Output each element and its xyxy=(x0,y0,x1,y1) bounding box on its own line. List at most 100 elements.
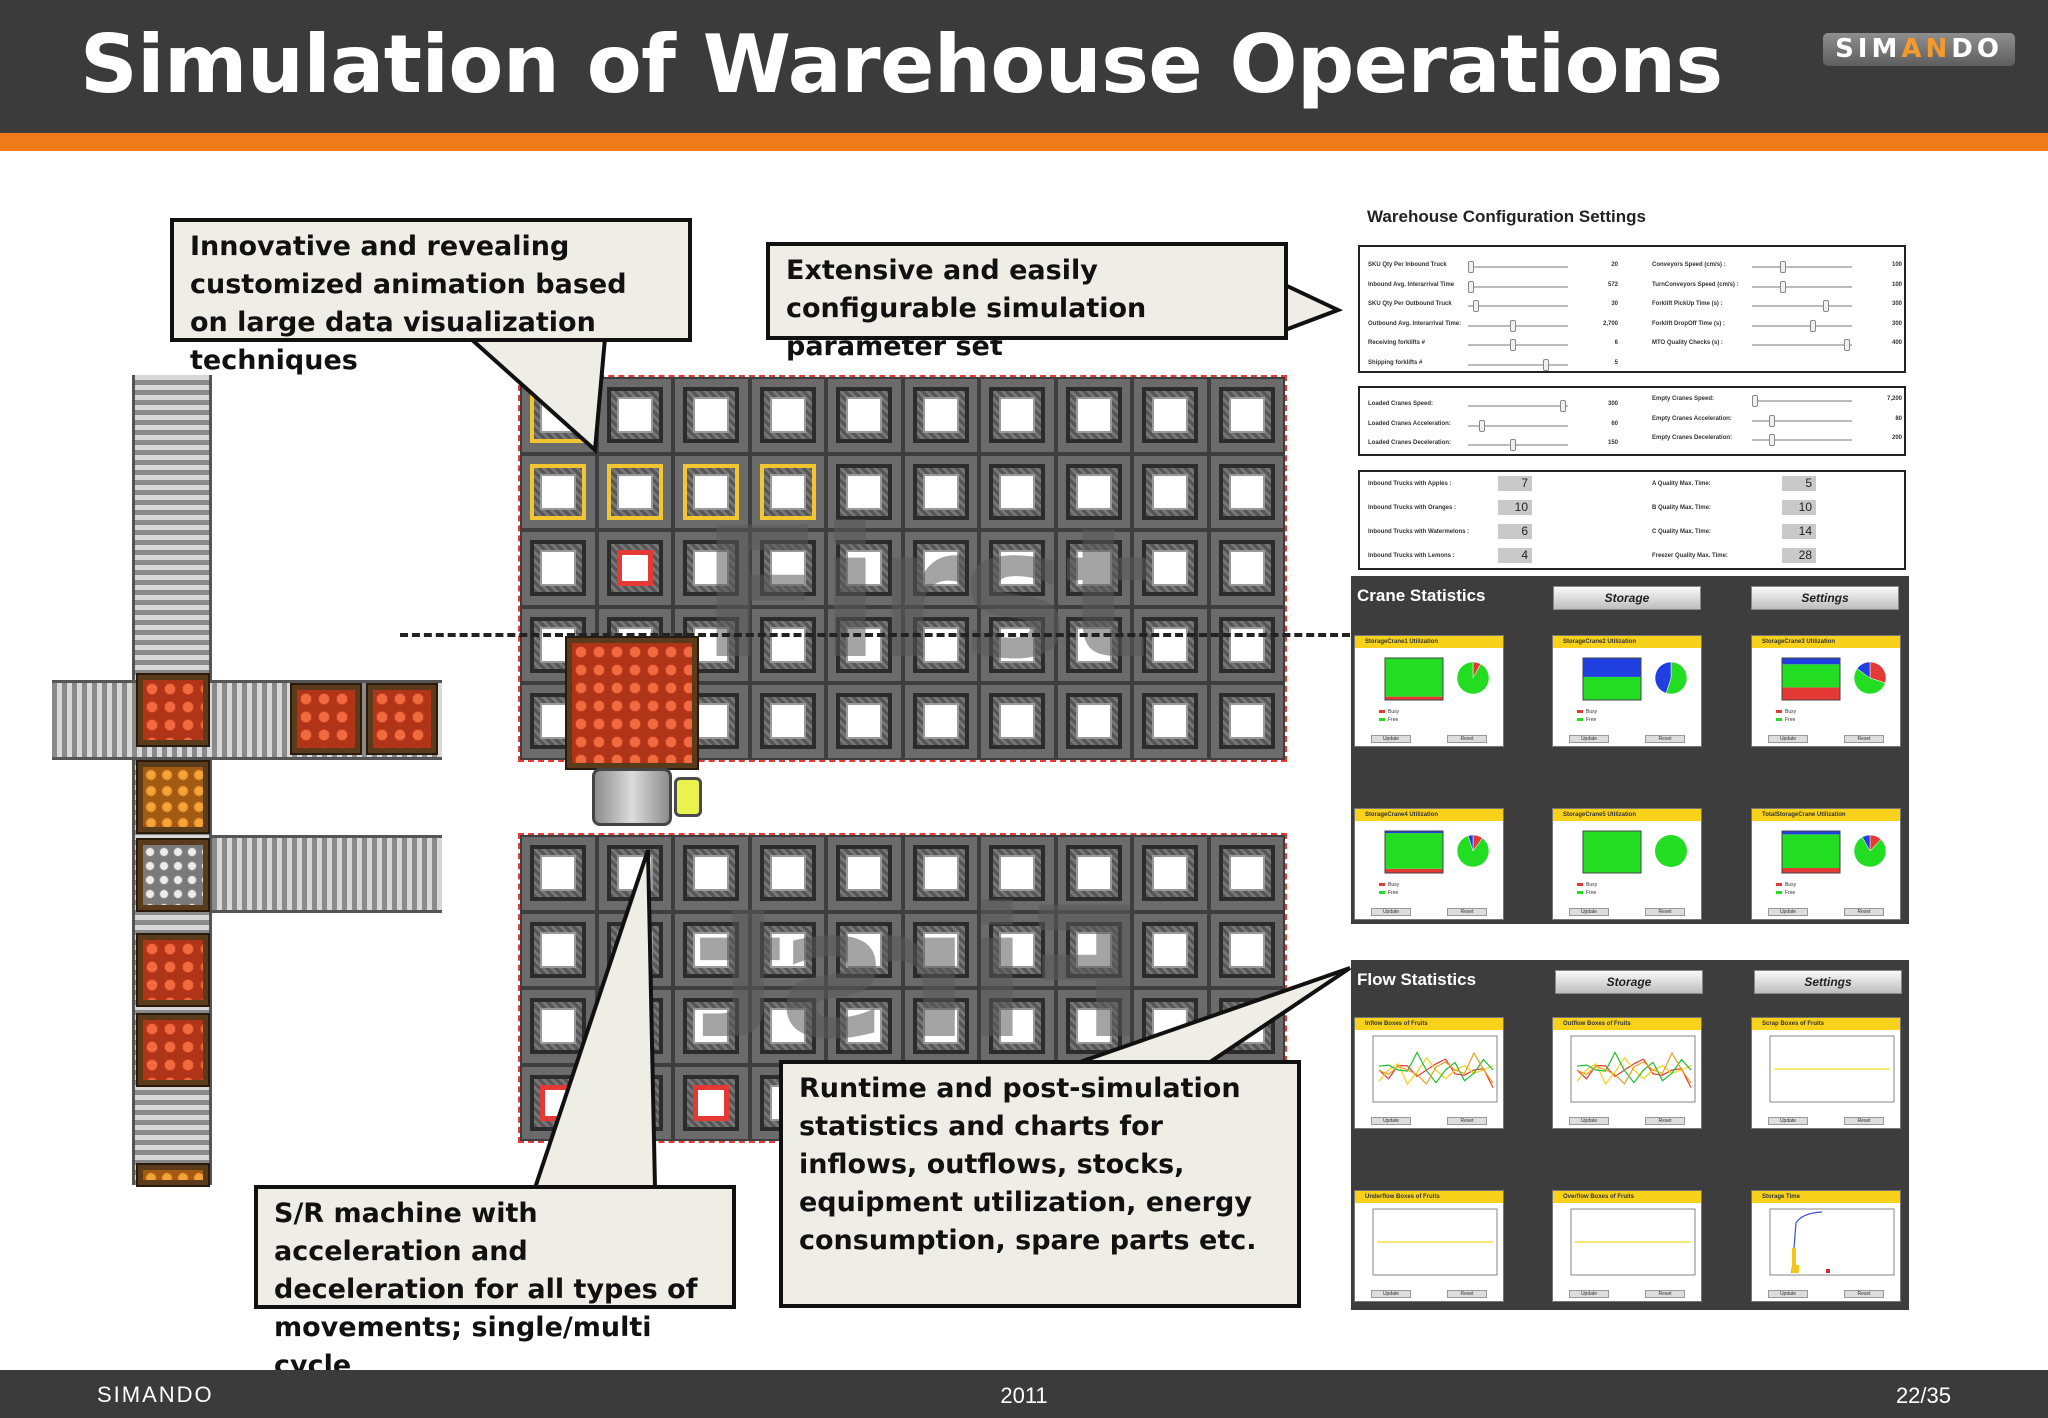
parameter-slider[interactable]: Receiving forklifts #6 xyxy=(1368,337,1618,351)
reset-button[interactable]: Reset xyxy=(1844,1290,1884,1298)
orange-crate xyxy=(136,1163,210,1187)
parameter-label: Empty Cranes Acceleration: xyxy=(1652,415,1732,422)
pie-slice xyxy=(1853,668,1886,695)
slider-knob[interactable] xyxy=(1768,414,1775,427)
parameter-slider[interactable]: Empty Cranes Acceleration:80 xyxy=(1652,413,1902,427)
utilization-bar xyxy=(1782,664,1840,688)
slider-knob[interactable] xyxy=(1560,400,1567,412)
parameter-label: Shipping forklifts # xyxy=(1368,359,1423,366)
update-button[interactable]: Update xyxy=(1371,735,1411,743)
parameter-slider[interactable]: MTO Quality Checks (s) :400 xyxy=(1652,337,1902,351)
reset-button[interactable]: Reset xyxy=(1645,1117,1685,1125)
update-button[interactable]: Update xyxy=(1371,1290,1411,1298)
update-button[interactable]: Update xyxy=(1569,1117,1609,1125)
update-button[interactable]: Update xyxy=(1371,908,1411,916)
update-button[interactable]: Update xyxy=(1569,908,1609,916)
slider-knob[interactable] xyxy=(1768,434,1775,446)
rack-slot xyxy=(1132,606,1209,683)
apple-crate xyxy=(136,1013,210,1087)
parameter-slider[interactable]: Loaded Cranes Speed:300 xyxy=(1368,398,1618,412)
parameter-slider[interactable]: Outbound Avg. Interarrival Time:2,700 xyxy=(1368,318,1618,332)
settings-button[interactable]: Settings xyxy=(1751,586,1899,610)
reset-button[interactable]: Reset xyxy=(1645,1290,1685,1298)
crane-statistics-title: Crane Statistics xyxy=(1357,586,1486,605)
reset-button[interactable]: Reset xyxy=(1447,735,1487,743)
update-button[interactable]: Update xyxy=(1768,1290,1808,1298)
slider-knob[interactable] xyxy=(1822,300,1829,312)
reset-button[interactable]: Reset xyxy=(1447,1290,1487,1298)
parameter-slider[interactable]: Loaded Cranes Deceleration:150 xyxy=(1368,437,1618,451)
reset-button[interactable]: Reset xyxy=(1645,735,1685,743)
update-button[interactable]: Update xyxy=(1569,735,1609,743)
slider-knob[interactable] xyxy=(1479,419,1486,432)
simando-logo: SIMANDO xyxy=(1823,33,2015,66)
rack-slot xyxy=(596,911,673,988)
reset-button[interactable]: Reset xyxy=(1844,1117,1884,1125)
rack-slot xyxy=(1208,988,1285,1065)
parameter-slider[interactable]: TurnConveyors Speed (cm/s) :100 xyxy=(1652,279,1902,293)
rack-slot xyxy=(979,835,1056,912)
slider-knob[interactable] xyxy=(1472,300,1479,312)
storage-button[interactable]: Storage xyxy=(1553,586,1701,610)
parameter-slider[interactable]: Forklift PickUp Time (s) :300 xyxy=(1652,298,1902,312)
parameter-input[interactable]: 28 xyxy=(1782,548,1816,563)
slider-knob[interactable] xyxy=(1780,280,1787,293)
histogram-bar xyxy=(1796,1265,1799,1273)
update-button[interactable]: Update xyxy=(1371,1117,1411,1125)
storage-button[interactable]: Storage xyxy=(1555,970,1703,994)
parameter-input[interactable]: 10 xyxy=(1782,500,1816,515)
parameter-input[interactable]: 7 xyxy=(1498,476,1532,491)
rack-slot xyxy=(902,377,979,454)
update-button[interactable]: Update xyxy=(1768,1117,1808,1125)
slider-knob[interactable] xyxy=(1510,319,1517,332)
parameter-value: 100 xyxy=(1891,262,1902,268)
parameter-slider[interactable]: Shipping forklifts #5 xyxy=(1368,357,1618,371)
rack-slot xyxy=(902,453,979,530)
rack-slot xyxy=(902,606,979,683)
parameter-input[interactable]: 6 xyxy=(1498,524,1532,539)
parameter-field: Inbound Trucks with Lemons :4 xyxy=(1368,548,1618,564)
rack-slot xyxy=(1208,835,1285,912)
parameter-value: 300 xyxy=(1891,301,1902,307)
parameter-slider[interactable]: Conveyors Speed (cm/s) :100 xyxy=(1652,259,1902,273)
slider-knob[interactable] xyxy=(1543,358,1550,371)
parameter-slider[interactable]: Forklift DropOff Time (s) :300 xyxy=(1652,318,1902,332)
reset-button[interactable]: Reset xyxy=(1844,908,1884,916)
page-title: Simulation of Warehouse Operations xyxy=(80,18,1723,111)
parameter-slider[interactable]: Empty Cranes Speed:7,200 xyxy=(1652,393,1902,407)
update-button[interactable]: Update xyxy=(1768,735,1808,743)
settings-button[interactable]: Settings xyxy=(1754,970,1902,994)
parameter-input[interactable]: 10 xyxy=(1498,500,1532,515)
slider-knob[interactable] xyxy=(1510,339,1517,351)
rack-slot xyxy=(826,530,903,607)
parameter-label: TurnConveyors Speed (cm/s) : xyxy=(1652,281,1739,288)
parameter-field: Freezer Quality Max. Time:28 xyxy=(1652,548,1902,564)
slider-knob[interactable] xyxy=(1468,280,1474,293)
slider-knob[interactable] xyxy=(1844,339,1851,351)
histogram-bar xyxy=(1792,1248,1796,1273)
rack-slot xyxy=(520,453,597,530)
update-button[interactable]: Update xyxy=(1569,1290,1609,1298)
first-watermark-mirrored: First xyxy=(700,870,1147,1079)
reset-button[interactable]: Reset xyxy=(1447,1117,1487,1125)
slider-knob[interactable] xyxy=(1810,319,1817,332)
rack-slot xyxy=(673,988,750,1065)
parameter-slider[interactable]: Empty Cranes Deceleration:200 xyxy=(1652,432,1902,446)
update-button[interactable]: Update xyxy=(1768,908,1808,916)
reset-button[interactable]: Reset xyxy=(1645,908,1685,916)
parameter-input[interactable]: 14 xyxy=(1782,524,1816,539)
reset-button[interactable]: Reset xyxy=(1447,908,1487,916)
slider-knob[interactable] xyxy=(1752,395,1758,407)
crane-track xyxy=(400,633,1350,637)
slider-knob[interactable] xyxy=(1510,439,1517,451)
parameter-input[interactable]: 4 xyxy=(1498,548,1532,563)
slider-knob[interactable] xyxy=(1468,261,1474,273)
parameter-value: 400 xyxy=(1891,340,1902,346)
parameter-input[interactable]: 5 xyxy=(1782,476,1816,491)
slider-knob[interactable] xyxy=(1780,261,1787,273)
reset-button[interactable]: Reset xyxy=(1844,735,1884,743)
parameter-slider[interactable]: Loaded Cranes Acceleration:60 xyxy=(1368,418,1618,432)
